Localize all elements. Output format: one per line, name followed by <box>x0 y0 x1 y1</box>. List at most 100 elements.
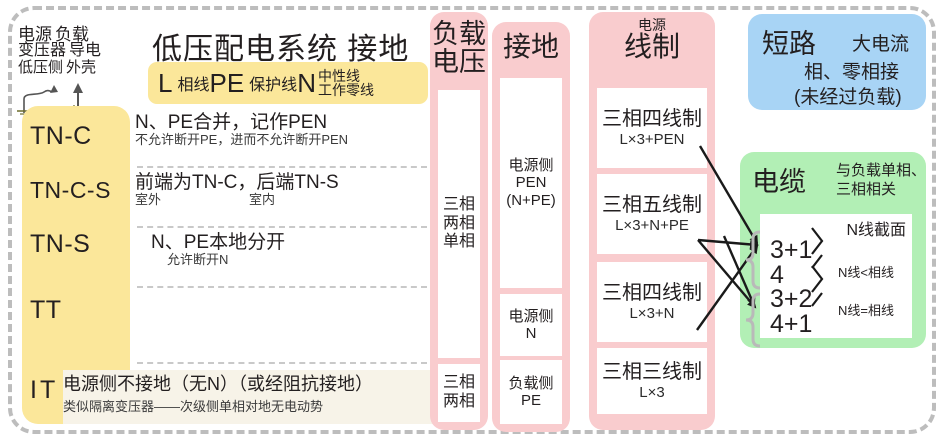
explanation-tn-c-main: N、PE合并，记作PEN <box>135 112 328 133</box>
legend-n-code: N <box>297 67 316 98</box>
cable-section-header: N线截面 <box>846 222 906 239</box>
explanation-separator-2 <box>137 226 427 228</box>
load-caption-line2: 导电 <box>69 42 102 60</box>
legend-l-name: 相线 <box>177 77 210 94</box>
system-row-tt[interactable]: TT <box>22 284 130 336</box>
load-voltage-cell-2: 三相 两相 <box>438 364 480 422</box>
explanation-tn-c-s-sub-b: 室内 <box>249 192 276 208</box>
explanation-it-sub: 类似隔离变压器——次级侧单相对地无电动势 <box>63 399 324 414</box>
load-voltage-cell-2-line-1: 三相 <box>442 374 475 392</box>
system-label-tn-c-s: TN-C-S <box>30 176 111 203</box>
grounding-column: 接地 电源侧 PEN (N+PE) 电源侧 N 负载侧 PE <box>492 22 570 432</box>
system-label-tn-c: TN-C <box>30 121 92 150</box>
explanation-tn-s: N、PE本地分开 允许断开N <box>135 232 427 268</box>
explanation-it: 电源侧不接地（无N）（或经阻抗接地） 类似隔离变压器——次级侧单相对地无电动势 <box>63 370 433 424</box>
grounding-cell-1-line-2: PEN <box>515 174 547 192</box>
legend-n-name-2: 工作零线 <box>317 82 374 98</box>
cable-note-group2: N线=相线 <box>838 303 894 318</box>
cable-inner-panel: N线截面 3+1 4 3+2 4+1 N线<相线 N线=相线 <box>760 214 912 338</box>
legend-pe-code: PE <box>209 67 245 98</box>
wiring-cell-3-sub: L×3+N <box>629 304 675 322</box>
load-voltage-cell-1-line-1: 三相 <box>442 196 475 214</box>
explanation-tn-c: N、PE合并，记作PEN 不允许断开PE，进而不允许断开PEN <box>135 112 427 148</box>
load-voltage-head-line1: 负载 <box>432 19 486 49</box>
page-title: 低压配电系统 接地 <box>152 33 410 66</box>
grounding-cell-3: 负载侧 PE <box>500 360 562 424</box>
wiring-cell-3-main: 三相四线制 <box>602 281 702 304</box>
cable-core-list: 3+1 4 3+2 4+1 <box>770 238 812 336</box>
legend-l-code: L <box>158 67 173 98</box>
cable-core-3: 3+2 <box>770 285 813 313</box>
load-caption-line3: 外壳 <box>66 58 97 76</box>
explanation-it-main: 电源侧不接地（无N）（或经阻抗接地） <box>63 374 373 394</box>
system-row-tn-s[interactable]: TN-S <box>22 218 130 270</box>
wiring-column: 电源 线制 三相四线制 L×3+PEN 三相五线制 L×3+N+PE 三相四线制… <box>589 12 715 430</box>
source-load-captions: 电源 负载 变压器 导电 低压侧 外壳 <box>18 26 138 75</box>
load-voltage-cell-1-line-3: 单相 <box>442 233 475 251</box>
explanation-tn-s-sub: 允许断开N <box>167 252 229 268</box>
wiring-cell-4-sub: L×3 <box>639 383 665 401</box>
cable-core-4: 4+1 <box>770 309 813 338</box>
grounding-cell-2: 电源侧 N <box>500 294 562 356</box>
short-circuit-box: 短路 大电流 相、零相接 (未经过负载) <box>748 14 926 110</box>
load-caption-line1: 负载 <box>55 25 89 44</box>
short-circuit-tag: 大电流 <box>852 34 910 55</box>
system-row-tn-c-s[interactable]: TN-C-S <box>22 164 130 216</box>
wiring-cell-4-main: 三相三线制 <box>602 360 702 383</box>
wiring-cell-4: 三相三线制 L×3 <box>597 348 707 414</box>
grounding-cell-3-line-1: 负载侧 <box>508 374 554 392</box>
grounding-head: 接地 <box>502 31 559 62</box>
system-label-it: IT <box>30 375 59 404</box>
cable-subtitle: 与负载单相、 三相相关 <box>836 162 926 200</box>
load-voltage-column: 负载 电压 三相 两相 单相 三相 两相 <box>430 12 488 430</box>
wiring-cell-1-sub: L×3+PEN <box>619 130 685 148</box>
grounding-cell-2-line-1: 电源侧 <box>508 307 554 325</box>
explanation-separator-1 <box>137 166 427 168</box>
system-row-tn-c[interactable]: TN-C <box>22 110 130 162</box>
cable-subtitle-line1: 与负载单相、 <box>836 162 927 179</box>
wiring-cell-2-sub: L×3+N+PE <box>615 216 689 234</box>
cable-core-2: 4 <box>770 260 784 289</box>
explanation-separator-4 <box>137 362 427 364</box>
short-circuit-title: 短路 <box>762 29 816 59</box>
system-label-tn-s: TN-S <box>30 229 91 258</box>
grounding-cell-1: 电源侧 PEN (N+PE) <box>500 78 562 288</box>
wiring-cell-1-main: 三相四线制 <box>602 107 702 130</box>
wiring-cell-2: 三相五线制 L×3+N+PE <box>597 174 707 254</box>
wiring-head: 线制 <box>623 31 680 62</box>
explanations-area: N、PE合并，记作PEN 不允许断开PE，进而不允许断开PEN 前端为TN-C，… <box>135 104 427 424</box>
source-caption-line1: 电源 <box>18 25 52 44</box>
load-voltage-cell-1: 三相 两相 单相 <box>438 90 480 358</box>
legend-strip: L 相线 PE 保护线 N 中性线 工作零线 <box>148 62 428 104</box>
explanation-tn-c-s: 前端为TN-C，后端TN-S 室外 室内 <box>135 172 427 208</box>
load-voltage-cell-2-line-2: 两相 <box>442 393 475 410</box>
wiring-cell-1: 三相四线制 L×3+PEN <box>597 88 707 168</box>
explanation-tn-s-main: N、PE本地分开 <box>151 232 286 253</box>
grounding-cell-2-line-2: N <box>525 325 537 342</box>
cable-box: 电缆 与负载单相、 三相相关 N线截面 3+1 4 3+2 4+1 N线<相线 … <box>740 152 926 348</box>
cable-core-1: 3+1 <box>770 236 813 264</box>
cable-note-group1: N线<相线 <box>838 265 894 280</box>
explanation-tn-c-sub: 不允许断开PE，进而不允许断开PEN <box>135 132 349 148</box>
short-circuit-line2: 相、零相接 <box>804 62 900 83</box>
wiring-head-kicker: 电源 <box>638 17 666 33</box>
short-circuit-line3: (未经过负载) <box>794 87 902 108</box>
system-label-tt: TT <box>30 295 62 324</box>
grounding-cell-1-line-3: (N+PE) <box>506 191 556 209</box>
load-voltage-head-line2: 电压 <box>432 47 486 78</box>
legend-pe-name: 保护线 <box>249 77 298 94</box>
legend-n-name-1: 中性线 <box>317 68 360 84</box>
grounding-cell-3-line-2: PE <box>520 392 541 409</box>
cable-subtitle-line2: 三相相关 <box>836 180 897 198</box>
explanation-tn-c-s-sub-a: 室外 <box>135 192 162 208</box>
explanation-separator-3 <box>137 286 427 288</box>
wiring-cell-3: 三相四线制 L×3+N <box>597 262 707 342</box>
grounding-cell-1-line-1: 电源侧 <box>508 156 554 174</box>
load-voltage-cell-1-line-2: 两相 <box>442 214 475 232</box>
cable-title: 电缆 <box>752 167 806 197</box>
wiring-cell-2-main: 三相五线制 <box>602 193 702 216</box>
system-row-it[interactable]: IT <box>22 364 130 416</box>
source-caption-line3: 低压侧 <box>18 58 64 76</box>
source-caption-line2: 变压器 <box>18 42 67 60</box>
